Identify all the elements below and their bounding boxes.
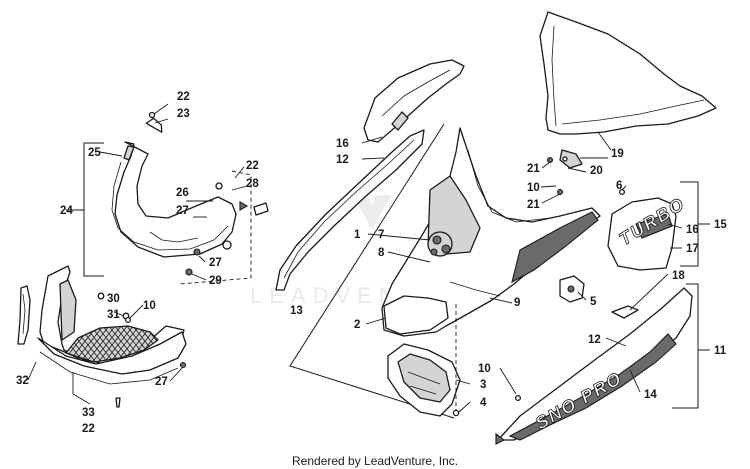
arrow-marker-lower — [495, 432, 506, 445]
screw-10-center — [514, 394, 522, 402]
callout-18: 18 — [672, 270, 685, 282]
callout-24: 24 — [60, 205, 73, 217]
side-rail-part[interactable] — [275, 129, 425, 291]
callout-21: 21 — [527, 199, 540, 211]
callout-2: 2 — [354, 319, 360, 331]
side-trim-part[interactable] — [17, 285, 31, 345]
hood-part[interactable] — [381, 127, 601, 337]
callout-27: 27 — [176, 205, 189, 217]
windshield-part[interactable] — [539, 11, 717, 135]
gauge-pod-part[interactable] — [387, 343, 461, 417]
callout-9: 9 — [514, 297, 520, 309]
skid-plate-part[interactable] — [37, 265, 187, 385]
windshield-clip-part — [546, 149, 583, 196]
callout-14: 14 — [644, 389, 657, 401]
callout-16: 16 — [686, 224, 699, 236]
headlight-part[interactable] — [427, 231, 453, 257]
callout-27: 27 — [209, 257, 222, 269]
callout-13: 13 — [290, 305, 303, 317]
footer-credit: Rendered by LeadVenture, Inc. — [292, 454, 458, 468]
callout-31: 31 — [107, 309, 120, 321]
callout-4: 4 — [480, 397, 487, 409]
callout-10: 10 — [478, 363, 491, 375]
callout-21: 21 — [527, 163, 540, 175]
screw-30 — [97, 292, 105, 300]
screw-10-left — [124, 316, 132, 324]
bracket-5-part[interactable] — [559, 275, 585, 303]
callout-30: 30 — [107, 293, 120, 305]
callout-12: 12 — [588, 334, 601, 346]
callout-7: 7 — [378, 229, 384, 241]
callout-26: 26 — [176, 187, 189, 199]
callout-10: 10 — [143, 300, 156, 312]
left-bracket-24 — [66, 142, 104, 277]
callout-12: 12 — [336, 154, 349, 166]
callout-22: 22 — [82, 423, 95, 435]
leader-lines — [27, 103, 683, 413]
callout-numbers: 22 23 25 24 26 27 22 28 27 29 30 10 31 3… — [16, 91, 727, 435]
nose-pan-part[interactable]: SNO PRO — [497, 287, 693, 441]
callout-16: 16 — [336, 138, 349, 150]
callout-28: 28 — [246, 178, 259, 190]
screw-27-lower — [179, 361, 187, 369]
screw-22-lower — [115, 397, 121, 408]
callout-19: 19 — [611, 148, 624, 160]
callout-22: 22 — [246, 160, 259, 172]
bracket-18-part — [611, 305, 639, 319]
callout-33: 33 — [82, 407, 95, 419]
callout-8: 8 — [378, 247, 385, 259]
callout-23: 23 — [177, 108, 190, 120]
callout-27: 27 — [155, 376, 168, 388]
callout-29: 29 — [209, 275, 222, 287]
bumper-hardware — [145, 111, 269, 276]
callout-20: 20 — [590, 165, 603, 177]
callout-6: 6 — [616, 180, 622, 192]
callout-5: 5 — [590, 296, 597, 308]
callout-10: 10 — [527, 182, 540, 194]
callout-17: 17 — [686, 243, 699, 255]
callout-25: 25 — [88, 147, 101, 159]
callout-1: 1 — [354, 229, 361, 241]
screw-4 — [452, 409, 460, 417]
callout-15: 15 — [714, 219, 727, 231]
hood-bracket — [289, 123, 455, 419]
callout-11: 11 — [714, 345, 727, 357]
upper-bumper-part[interactable] — [111, 141, 237, 258]
callout-22: 22 — [177, 91, 190, 103]
bracket-11 — [672, 283, 699, 409]
bumper-leader-dash — [179, 170, 252, 285]
callout-32: 32 — [16, 375, 29, 387]
upper-trim-part[interactable] — [363, 59, 465, 143]
callout-3: 3 — [480, 379, 486, 391]
side-panel-part[interactable]: TURBO — [607, 193, 689, 271]
